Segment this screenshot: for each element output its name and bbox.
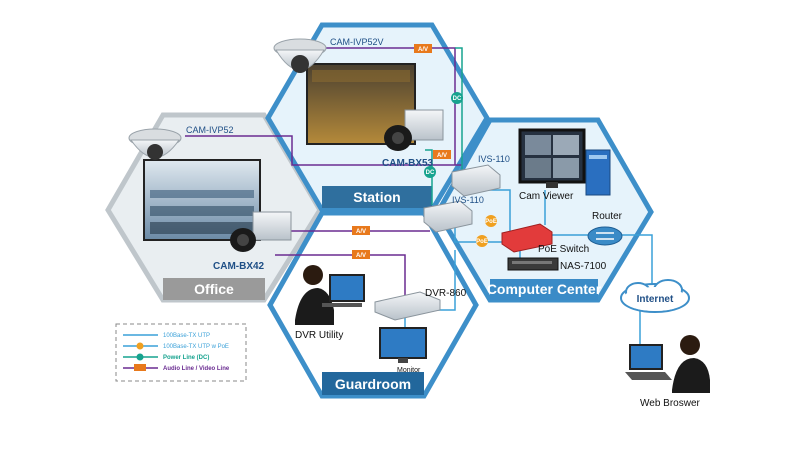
poe-switch-label: PoE Switch (538, 244, 589, 255)
box-camera-icon (230, 211, 292, 252)
svg-text:PoE: PoE (476, 239, 488, 245)
poe-switch-icon (501, 223, 553, 253)
cam-viewer-monitor (518, 128, 586, 188)
cam-bx42-label: CAM-BX42 (213, 261, 265, 272)
svg-text:A/V: A/V (418, 47, 428, 53)
router-label: Router (592, 211, 623, 222)
computer-center-label: Computer Center (487, 281, 602, 297)
cam-ivp52v-label: CAM-IVP52V (330, 37, 384, 47)
tag-poe-1: PoE (485, 215, 497, 227)
station-label: Station (353, 189, 400, 205)
video-server-icon (451, 164, 501, 197)
svg-text:Audio Line / Video Line: Audio Line / Video Line (163, 366, 230, 372)
tag-poe-2: PoE (476, 235, 488, 247)
tag-av-3: A/V (352, 226, 370, 235)
legend: 100Base-TX UTP 100Base-TX UTP w PoE Powe… (115, 323, 247, 382)
web-user-figure (625, 335, 710, 393)
dvr-device-icon (374, 291, 441, 321)
box-camera-icon (384, 109, 444, 151)
nas-label: NAS-7100 (560, 261, 607, 272)
svg-text:A/V: A/V (356, 253, 366, 259)
svg-text:PoE: PoE (485, 219, 497, 225)
svg-text:DC: DC (453, 96, 462, 102)
svg-text:100Base-TX UTP: 100Base-TX UTP (163, 333, 210, 339)
legend-item: 100Base-TX UTP (123, 333, 210, 339)
office-label: Office (194, 281, 234, 297)
legend-item: 100Base-TX UTP w PoE (123, 342, 229, 350)
nas-icon (507, 257, 559, 271)
legend-item: Power Line (DC) (123, 353, 209, 361)
office-scene-image (143, 159, 261, 241)
server-tower-icon (585, 149, 611, 196)
ivs110-label-b: IVS-110 (452, 195, 484, 205)
internet-label: Internet (637, 294, 674, 305)
tag-av-4: A/V (352, 250, 370, 259)
tag-av-2: A/V (433, 150, 451, 159)
ivs110-label-a: IVS-110 (478, 154, 510, 164)
dvr-label: DVR-860 (425, 288, 467, 299)
router-icon (587, 226, 623, 246)
svg-text:A/V: A/V (356, 229, 366, 235)
cam-bx53-label: CAM-BX53 (382, 158, 434, 169)
svg-text:A/V: A/V (437, 153, 447, 159)
dome-camera-icon (128, 128, 182, 160)
video-server-icon (423, 200, 473, 233)
web-browser-label: Web Broswer (640, 398, 701, 409)
internet-cloud-icon (620, 279, 690, 313)
dome-camera-icon (273, 38, 327, 73)
tag-dc-2: DC (424, 166, 436, 178)
svg-text:DC: DC (426, 170, 435, 176)
legend-item: Audio Line / Video Line (123, 364, 230, 372)
tag-av-1: A/V (414, 44, 432, 53)
tag-dc-1: DC (451, 92, 463, 104)
cam-viewer-label: Cam Viewer (519, 191, 574, 202)
cam-ivp52-label: CAM-IVP52 (186, 125, 234, 135)
guardroom-label: Guardroom (335, 376, 411, 392)
svg-text:100Base-TX UTP w PoE: 100Base-TX UTP w PoE (163, 344, 229, 350)
monitor-icon (379, 327, 427, 363)
dvr-user-figure (295, 265, 365, 325)
svg-text:Power Line (DC): Power Line (DC) (163, 355, 209, 361)
dvr-utility-label: DVR Utility (295, 330, 343, 341)
monitor-label: Monitor (397, 367, 421, 374)
